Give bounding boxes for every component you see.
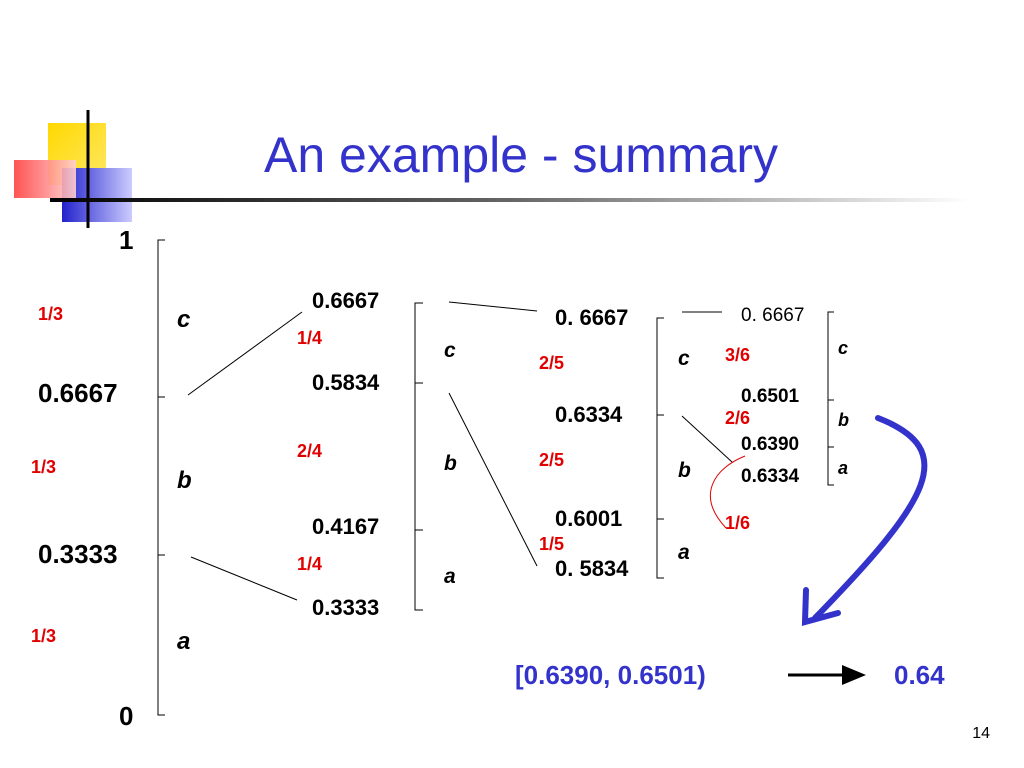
level3-prob-c: 2/5 (539, 353, 565, 373)
level1-bound-1: 1 (119, 225, 134, 255)
level1-symbol-b: b (177, 467, 192, 494)
level4-bound-2: 0.6501 (741, 386, 800, 407)
level2-bound-3: 0.4167 (312, 514, 380, 539)
level4-prob-a: 1/6 (725, 513, 751, 533)
level3-bound-1: 0. 6667 (555, 305, 629, 330)
page-number: 14 (972, 725, 990, 742)
level4-prob-b: 2/6 (725, 408, 751, 428)
interval-bracket-2 (414, 302, 423, 611)
level4-bound-1: 0. 6667 (741, 305, 805, 326)
level2-prob-a: 1/4 (297, 554, 323, 574)
level3-symbol-c: c (678, 347, 690, 370)
final-interval: [0.6390, 0.6501) (515, 660, 706, 690)
zoom-lines (187, 301, 733, 601)
level1-bound-4: 0 (119, 701, 134, 731)
level2-prob-b: 2/4 (297, 441, 323, 461)
level1-prob-b: 1/3 (31, 457, 57, 477)
result-arrow-icon (788, 665, 866, 685)
level2-prob-c: 1/4 (297, 328, 323, 348)
level3-bound-2: 0.6334 (555, 402, 623, 427)
level2-symbol-a: a (444, 565, 456, 588)
level2-symbol-c: c (444, 339, 456, 362)
level1-prob-a: 1/3 (31, 626, 57, 646)
zoom-curve (709, 455, 746, 529)
level3-symbol-b: b (678, 459, 691, 482)
level4-symbol-a: a (838, 458, 849, 478)
level2-bound-2: 0.5834 (312, 370, 380, 395)
level1-prob-c: 1/3 (38, 304, 64, 324)
level1-symbol-a: a (177, 628, 191, 655)
level3-bound-4: 0. 5834 (555, 556, 629, 581)
blue-arrow-icon (801, 415, 928, 626)
level1-bound-2: 0.6667 (38, 378, 118, 408)
level1-bound-3: 0.3333 (38, 539, 118, 569)
level3-prob-a: 1/5 (539, 534, 565, 554)
level3-symbol-a: a (678, 541, 690, 564)
level4-symbol-b: b (838, 410, 849, 430)
logo-icon (14, 110, 132, 228)
slide-title: An example - summary (264, 127, 779, 183)
level1-symbol-c: c (177, 306, 191, 333)
interval-bracket-1 (157, 239, 165, 716)
level4-prob-c: 3/6 (725, 345, 751, 365)
level2-bound-4: 0.3333 (312, 595, 380, 620)
final-code: 0.64 (894, 660, 945, 690)
level4-symbol-c: c (838, 338, 849, 358)
level4-bound-3: 0.6390 (741, 434, 800, 455)
level3-prob-b: 2/5 (539, 450, 565, 470)
level2-bound-1: 0.6667 (312, 288, 380, 313)
level2-symbol-b: b (444, 452, 457, 475)
title-rule (50, 198, 970, 202)
level3-bound-3: 0.6001 (555, 506, 623, 531)
interval-bracket-4 (827, 311, 834, 486)
level4-bound-4: 0.6334 (741, 466, 800, 487)
interval-bracket-3 (656, 317, 664, 579)
